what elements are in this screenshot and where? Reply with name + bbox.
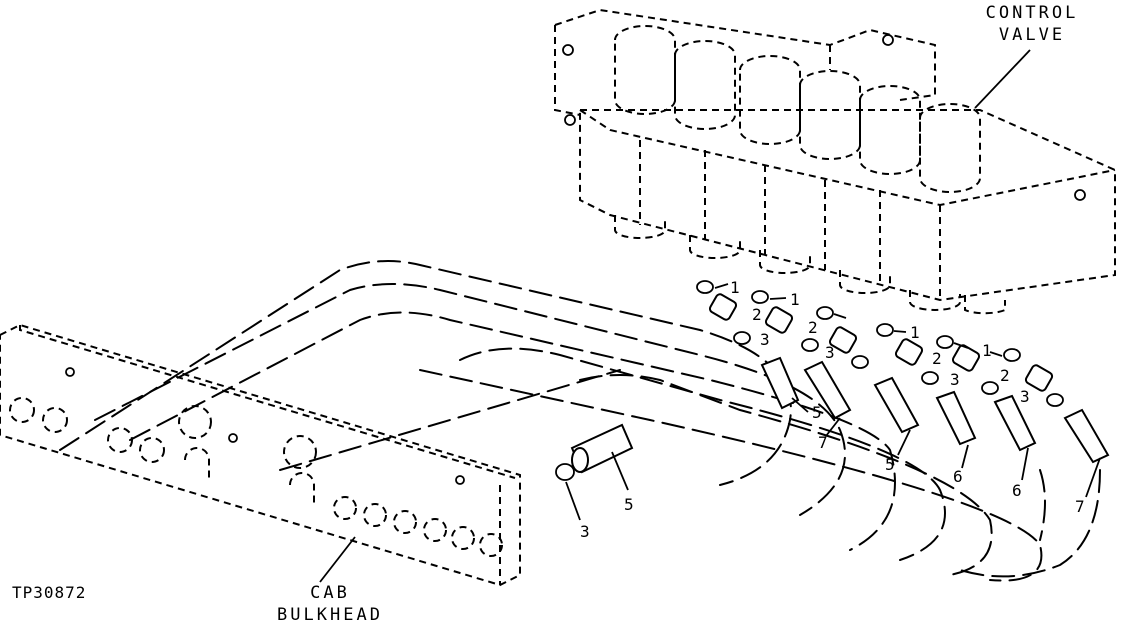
callout-numbers: 1 2 3 1 2 3 1 2 3 1 2 3 5 7 5 6 6 7 3 5 [580, 278, 1085, 541]
cab-bulkhead-leader [319, 536, 356, 583]
callout-3d: 3 [1020, 387, 1030, 406]
fittings [570, 293, 1110, 474]
callout-3b: 3 [825, 343, 835, 362]
cab-bulkhead-label-line2: BULKHEAD [277, 605, 383, 625]
callout-5b: 5 [885, 455, 895, 474]
spool-caps [614, 25, 981, 193]
callout-3a: 3 [760, 330, 770, 349]
callout-1c: 1 [910, 323, 920, 342]
callout-6b: 6 [1012, 481, 1022, 500]
callout-3c: 3 [950, 370, 960, 389]
callout-1d: 1 [982, 341, 992, 360]
callout-3e: 3 [580, 522, 590, 541]
figure-id-code: TP30872 [12, 583, 86, 602]
control-valve-label-line2: VALVE [999, 25, 1065, 45]
callout-7a: 7 [818, 433, 828, 452]
control-valve-label-line1: CONTROL [986, 3, 1079, 23]
o-rings [555, 280, 1064, 481]
callout-1b: 1 [790, 290, 800, 309]
callout-5c: 5 [624, 495, 634, 514]
control-valve [554, 8, 1116, 315]
callout-6a: 6 [953, 467, 963, 486]
callout-7b: 7 [1075, 497, 1085, 516]
callout-2c: 2 [932, 349, 942, 368]
callout-2b: 2 [808, 318, 818, 337]
callout-5a: 5 [812, 403, 822, 422]
callout-2d: 2 [1000, 366, 1010, 385]
callout-1a: 1 [730, 278, 740, 297]
callout-leaders [565, 283, 1101, 521]
cab-bulkhead [0, 323, 521, 587]
cab-bulkhead-label-line1: CAB [310, 583, 350, 603]
control-valve-leader [974, 49, 1031, 109]
callout-2a: 2 [752, 305, 762, 324]
